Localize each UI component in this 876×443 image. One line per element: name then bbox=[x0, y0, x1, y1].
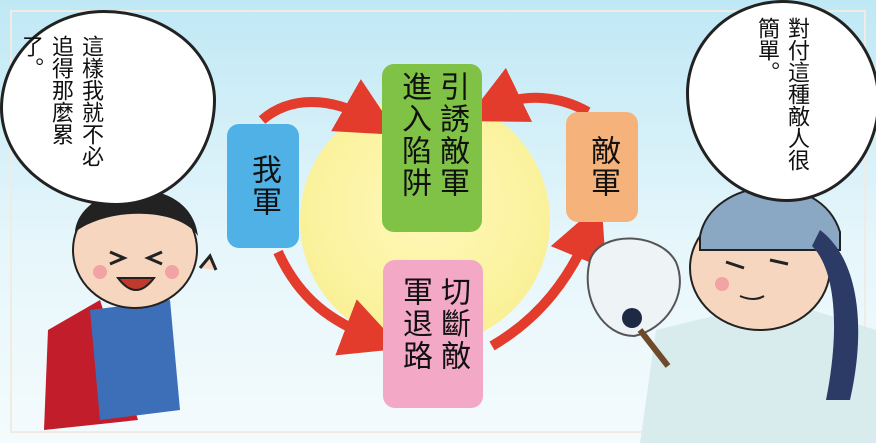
box-enemy-army: 敵軍 bbox=[566, 112, 638, 222]
box-cut-retreat-label: 切斷敵軍退路 bbox=[397, 276, 470, 372]
speech-bubble-right: 對付這種敵人很簡單。 bbox=[686, 0, 876, 202]
speech-left-text: 這樣我就不必追得那麼累了。 bbox=[18, 35, 103, 167]
arrow-ours-to-cut bbox=[273, 249, 403, 356]
box-enemy-army-label: 敵軍 bbox=[585, 135, 620, 199]
right-character-figure bbox=[586, 186, 876, 443]
box-cut-retreat: 切斷敵軍退路 bbox=[383, 260, 483, 408]
box-lure-enemy-label: 引誘敵軍進入陷阱 bbox=[396, 71, 469, 199]
left-character-figure bbox=[44, 182, 218, 430]
speech-bubble-left: 這樣我就不必追得那麼累了。 bbox=[0, 10, 216, 206]
speech-right-text: 對付這種敵人很簡單。 bbox=[754, 17, 809, 171]
arrow-enemy-to-lure bbox=[464, 67, 591, 122]
arrow-ours-to-lure bbox=[258, 79, 399, 135]
box-our-army-label: 我軍 bbox=[246, 154, 281, 218]
box-lure-enemy: 引誘敵軍進入陷阱 bbox=[382, 64, 482, 232]
arrow-cut-to-enemy bbox=[489, 202, 607, 351]
feather-fan bbox=[586, 237, 681, 368]
box-our-army: 我軍 bbox=[227, 124, 299, 248]
frame-border bbox=[10, 10, 866, 433]
